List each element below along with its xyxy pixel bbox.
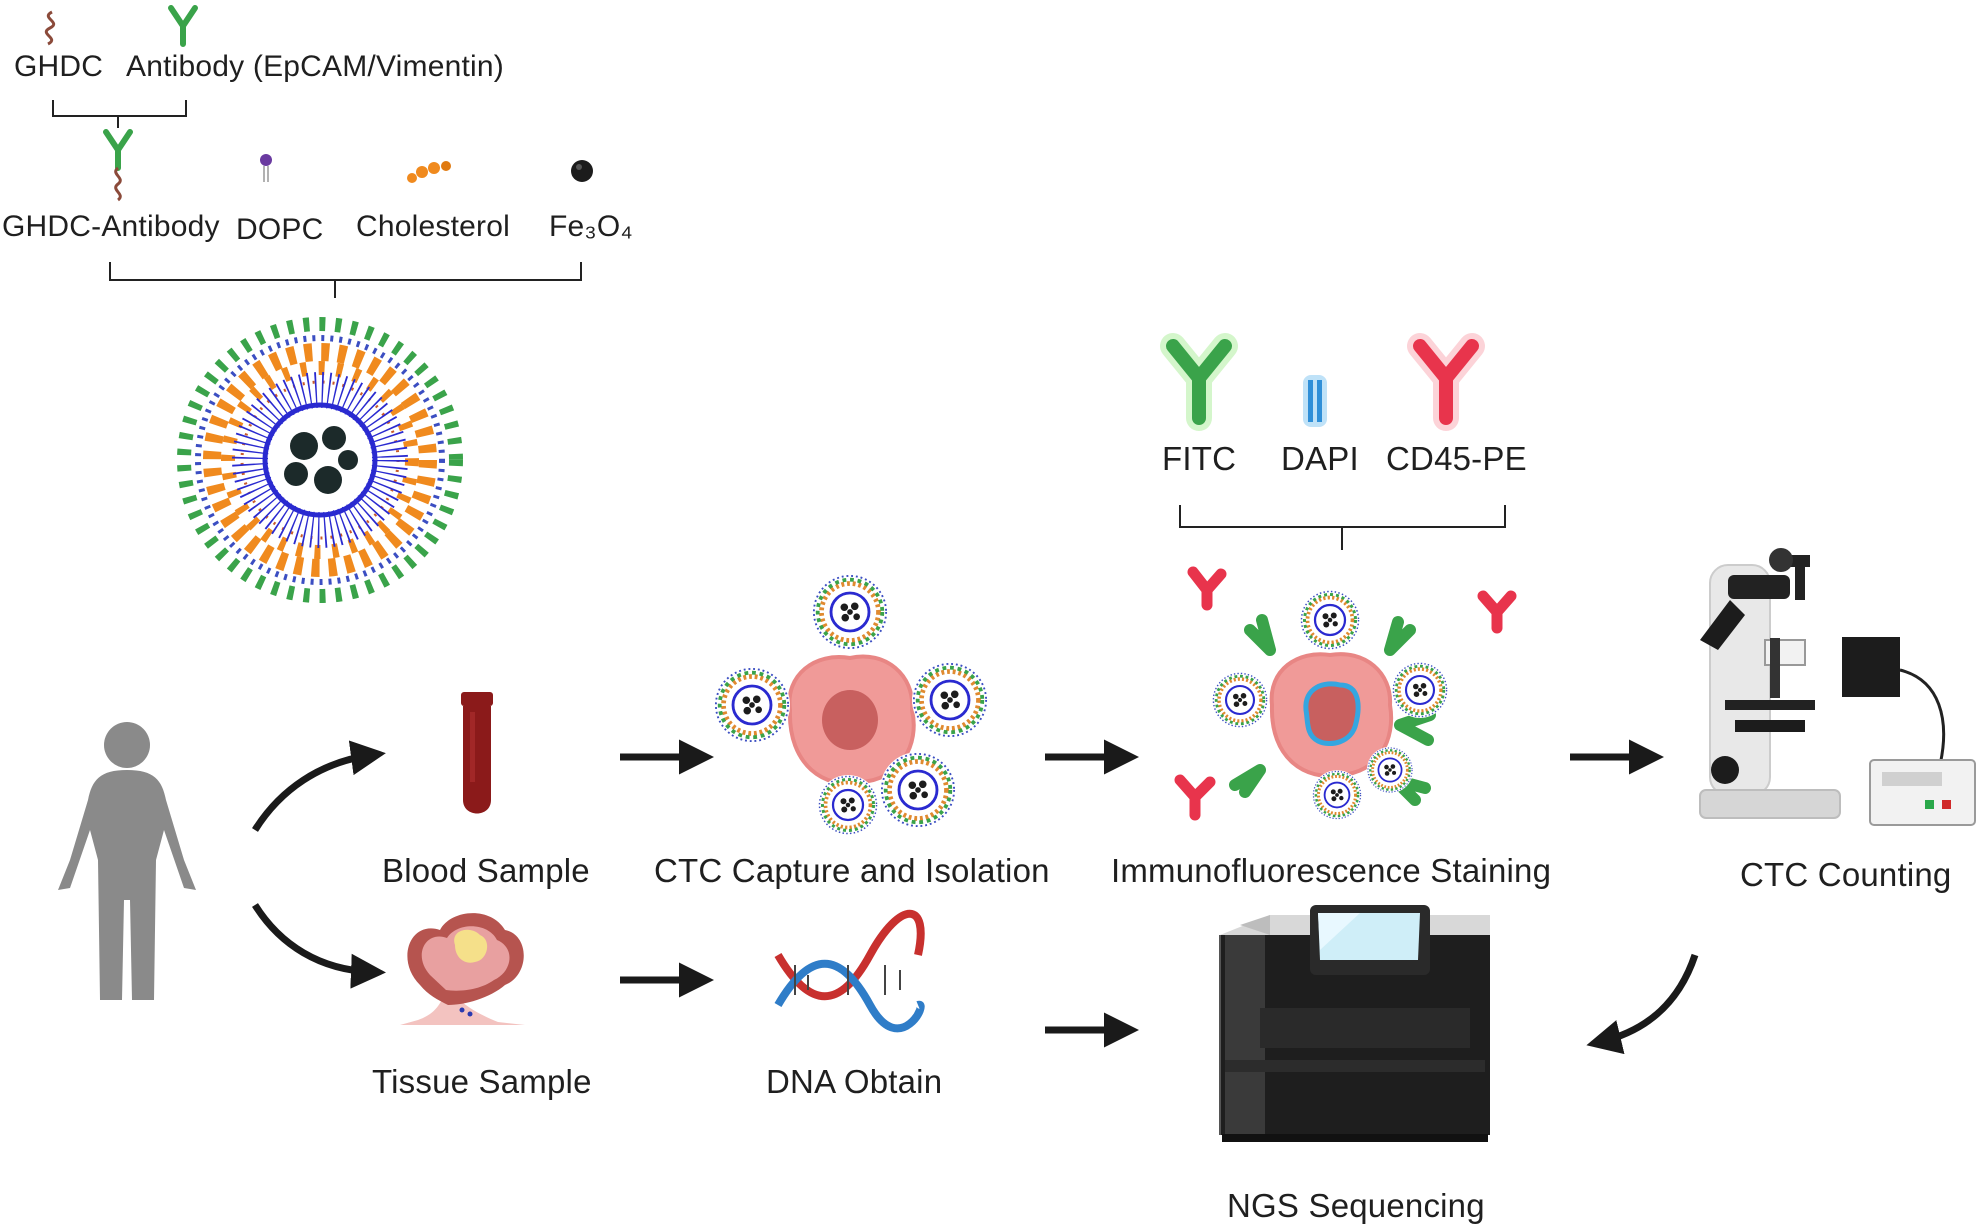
antibody-icon [168,5,198,47]
blood-tube-icon [461,692,493,814]
arrow-human-to-tissue [252,903,386,989]
stained-ctc-cluster [1174,566,1517,822]
label-tissue-sample: Tissue Sample [372,1063,592,1100]
nanoparticle-icon [175,315,465,605]
label-blood-sample: Blood Sample [382,852,590,889]
sequencer-icon [1220,905,1490,1142]
label-dna-obtain: DNA Obtain [766,1063,943,1100]
label-immunofluorescence: Immunofluorescence Staining [1111,852,1552,889]
label-ghdc-antibody: GHDC-Antibody [2,210,220,243]
microscope-icon [1699,548,1976,826]
bracket-components [109,262,582,298]
fitc-antibody-icon [1160,333,1238,431]
cd45-pe-antibody-icon [1407,333,1485,431]
label-cholesterol: Cholesterol [356,210,510,243]
dna-helix-icon [774,909,925,1033]
label-antibody: Antibody (EpCAM/Vimentin) [126,50,504,83]
bracket-ghdc-antibody [52,100,187,128]
human-figure-icon [58,722,196,1000]
tumor-tissue-icon [400,913,525,1025]
label-ctc-counting: CTC Counting [1740,856,1952,893]
label-fitc: FITC [1162,440,1237,477]
label-ngs-sequencing: NGS Sequencing [1227,1187,1485,1224]
bracket-stains [1179,505,1506,550]
label-ghdc: GHDC [14,50,104,83]
ghdc-strand-icon [44,10,56,46]
label-cd45-pe: CD45-PE [1386,440,1527,477]
arrow-counting-to-ngs [1586,953,1699,1055]
dapi-icon [1303,375,1327,427]
label-dapi: DAPI [1281,440,1359,477]
fe3o4-particle-icon [571,160,593,182]
dopc-lipid-icon [260,154,272,182]
label-ctc-capture: CTC Capture and Isolation [654,852,1050,889]
cholesterol-icon [407,161,451,183]
ctc-cell-icon [787,654,916,786]
ctc-capture-cluster [714,574,988,837]
ghdc-antibody-icon [103,129,133,202]
label-fe3o4: Fe₃O₄ [549,210,633,243]
label-dopc: DOPC [236,213,324,246]
arrow-human-to-blood [252,740,386,832]
